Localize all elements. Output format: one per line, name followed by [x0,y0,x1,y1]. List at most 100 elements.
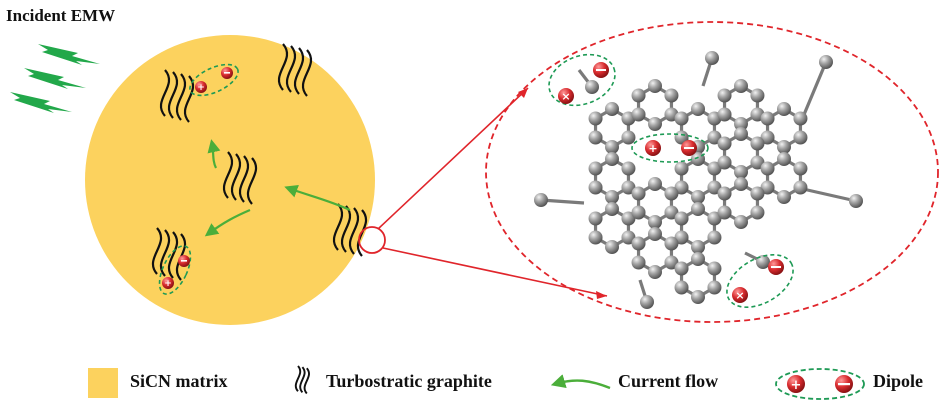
legend-graphite-icon [294,365,310,395]
atom-icon [674,211,689,226]
zoom-source-circle [358,226,386,254]
atom-icon [691,240,705,254]
atom-icon [648,215,662,229]
dipole-zoom-bottom: × [726,253,794,309]
atom-icon [588,180,603,195]
zoom-line-bottom [382,247,608,297]
atom-icon [819,55,833,69]
atom-icon [674,180,689,195]
atom-icon [621,130,636,145]
atom-icon [648,227,662,241]
atom-icon [691,202,705,216]
atom-icon [793,180,808,195]
atom-icon [691,252,705,266]
atom-icon [534,193,548,207]
legend-dipole-icon: + [775,368,865,400]
dipole-zoom-top: × [548,53,616,107]
atom-icon [631,186,646,201]
atom-icon [734,177,748,191]
atom-icon [756,255,770,269]
atom-icon [777,140,791,154]
atom-icon [674,261,689,276]
bond [802,187,857,203]
zoom-ellipse [485,21,939,323]
atom-icon [793,111,808,126]
svg-text:×: × [561,90,570,103]
atom-icon [750,205,765,220]
atom-icon [717,136,732,151]
zoom-line-top [377,87,529,230]
atom-icon [750,155,765,170]
atom-icon [691,190,705,204]
atom-icon [793,161,808,176]
atom-icon [648,265,662,279]
atom-icon [664,255,679,270]
svg-text:+: + [648,142,657,155]
atom-icon [705,51,719,65]
legend-matrix-label: SiCN matrix [130,371,228,391]
atom-icon [734,165,748,179]
atom-icon [707,280,722,295]
atom-icon [691,102,705,116]
atom-icon [621,161,636,176]
lightning-wave-icon [10,44,100,113]
atom-icon [750,88,765,103]
atom-icon [621,211,636,226]
atom-icon [734,79,748,93]
atom-icon [777,152,791,166]
graphene-molecule [534,51,863,309]
atom-icon [691,290,705,304]
atom-icon [707,230,722,245]
atom-icon [588,211,603,226]
atom-icon [631,255,646,270]
svg-text:+: + [791,378,802,393]
legend-dipole-label: Dipole [873,371,924,391]
legend-current-arrow-icon [550,374,611,390]
atom-icon [717,186,732,201]
atom-icon [750,136,765,151]
atom-icon [717,205,732,220]
atom-icon [631,205,646,220]
legend-current-label: Current flow [618,371,719,391]
current-arrow-icon [204,139,351,237]
atom-icon [664,205,679,220]
atom-icon [760,130,775,145]
atom-icon [588,130,603,145]
atom-icon [707,180,722,195]
atom-icon [588,111,603,126]
atom-icon [674,280,689,295]
atom-icon [707,261,722,276]
atom-icon [605,102,619,116]
atom-icon [734,117,748,131]
bond [801,61,828,118]
atom-icon [849,194,863,208]
atom-icon [588,230,603,245]
atom-icon [605,240,619,254]
atom-icon [605,140,619,154]
svg-text:+: + [164,279,172,289]
atom-icon [717,155,732,170]
atom-icon [664,186,679,201]
atom-icon [605,202,619,216]
atom-icon [793,130,808,145]
atom-icon [631,88,646,103]
dipole-sphere-top: + [189,63,239,97]
atom-icon [621,180,636,195]
atom-icon [734,127,748,141]
atom-icon [631,236,646,251]
svg-text:×: × [735,289,744,302]
incident-emw-label: Incident EMW [6,6,116,25]
bond [540,198,585,205]
atom-icon [640,295,654,309]
atom-icon [664,88,679,103]
atom-icon [648,117,662,131]
atom-icon [621,230,636,245]
atom-icon [648,79,662,93]
legend-graphite-label: Turbostratic graphite [326,371,492,391]
legend: + [88,365,865,400]
atom-icon [605,152,619,166]
atom-icon [760,161,775,176]
atom-icon [664,236,679,251]
